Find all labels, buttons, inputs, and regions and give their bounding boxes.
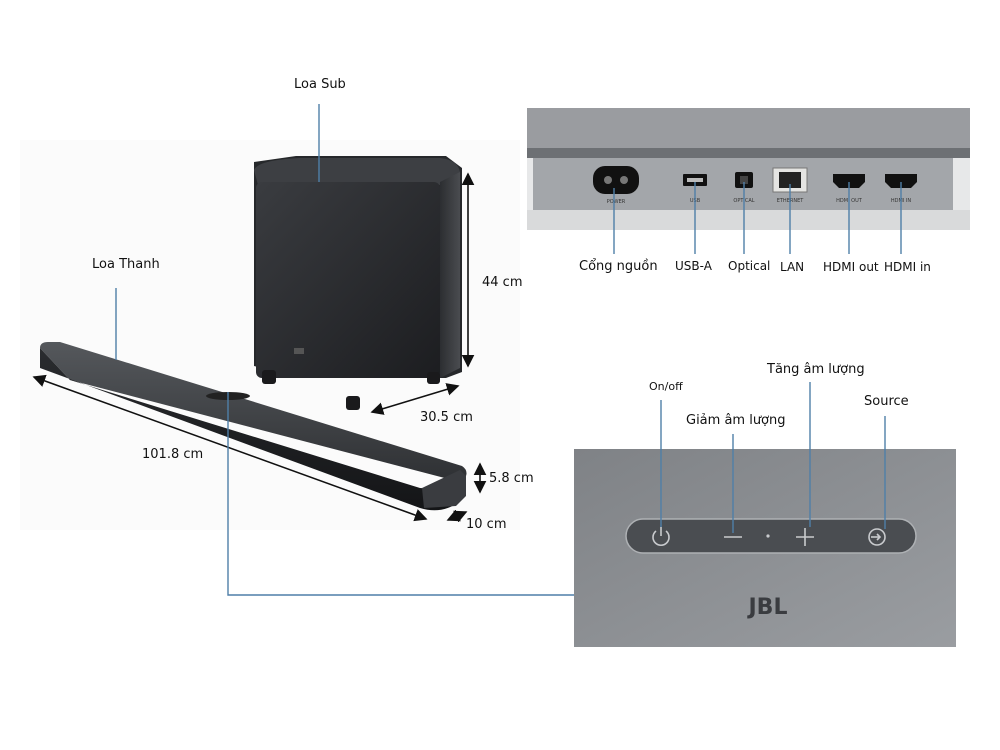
port-callout-lines xyxy=(613,230,902,254)
control-callout-lines xyxy=(660,382,886,450)
control-label-onoff: On/off xyxy=(649,380,683,393)
control-panel-closeup: JBL xyxy=(574,449,956,647)
port-label-lan: LAN xyxy=(780,260,805,274)
control-strip xyxy=(625,518,917,554)
sub-depth-label: 30.5 cm xyxy=(420,410,473,425)
port-label-usb: USB-A xyxy=(675,259,712,273)
control-label-vol-up: Tăng âm lượng xyxy=(767,362,865,377)
power-socket-icon xyxy=(593,166,639,194)
hdmi-port-icon xyxy=(885,174,917,188)
bar-length-arrow xyxy=(32,374,428,522)
subwoofer-label: Loa Sub xyxy=(294,77,346,92)
power-icon xyxy=(652,527,670,546)
subwoofer xyxy=(254,156,462,410)
port-label-hdmi-in: HDMI in xyxy=(884,260,931,274)
jbl-logo: JBL xyxy=(747,595,788,620)
bar-depth-arrow xyxy=(446,509,468,523)
bar-height-label: 5.8 cm xyxy=(489,471,534,486)
rear-port-panel: POWER USB OPTICAL ETHERNET HDMI OUT HDMI… xyxy=(527,108,970,230)
sub-depth-arrow xyxy=(370,383,460,415)
sub-logo xyxy=(294,348,304,354)
power-engraving: POWER xyxy=(607,199,626,205)
bar-length-label: 101.8 cm xyxy=(142,447,204,462)
led-dot xyxy=(766,534,770,538)
hdmi-port-icon xyxy=(833,174,865,188)
plus-icon xyxy=(796,528,814,546)
source-icon xyxy=(868,528,886,546)
port-label-power: Cổng nguồn xyxy=(579,259,658,274)
soundbar-label: Loa Thanh xyxy=(92,257,160,272)
sub-foot xyxy=(262,370,276,384)
port-label-optical: Optical xyxy=(728,259,771,273)
control-label-vol-down: Giảm âm lượng xyxy=(686,413,786,428)
sub-foot xyxy=(346,396,360,410)
bar-depth-label: 10 cm xyxy=(466,517,507,532)
control-label-source: Source xyxy=(864,394,909,409)
sub-height-label: 44 cm xyxy=(482,275,523,290)
port-label-hdmi-out: HDMI out xyxy=(823,260,879,274)
sub-foot xyxy=(427,372,440,384)
control-callout-line xyxy=(227,392,574,596)
